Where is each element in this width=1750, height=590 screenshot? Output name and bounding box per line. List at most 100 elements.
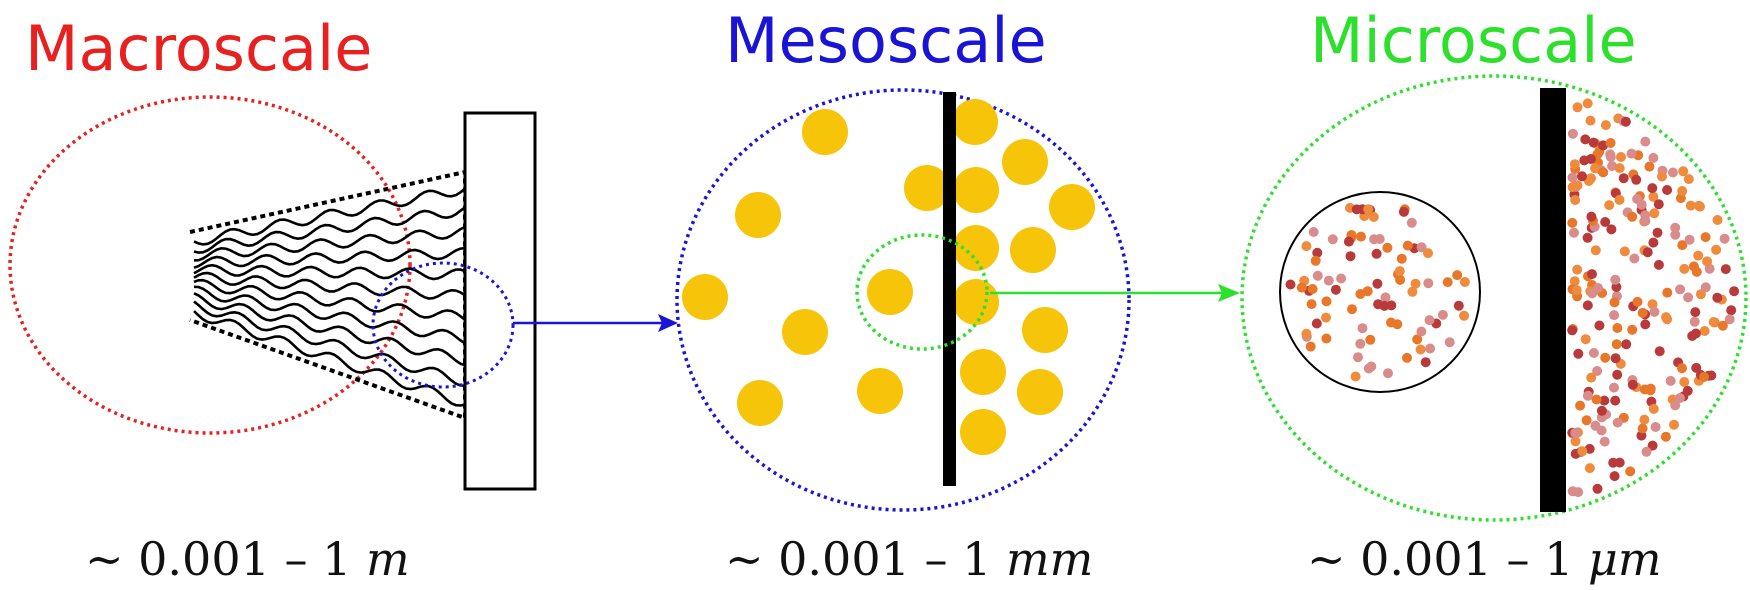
particle xyxy=(1640,216,1651,226)
particle xyxy=(1587,269,1597,280)
particle xyxy=(1402,240,1413,251)
particle xyxy=(1652,227,1663,238)
particle xyxy=(1355,338,1366,349)
particle xyxy=(1395,274,1406,285)
particle xyxy=(1437,309,1448,320)
particle xyxy=(1577,171,1587,182)
particle xyxy=(1720,264,1731,275)
particle xyxy=(1379,300,1390,311)
particle xyxy=(1582,98,1593,109)
particle xyxy=(1585,154,1596,164)
particle xyxy=(1596,425,1607,436)
particle xyxy=(1330,284,1341,295)
particle xyxy=(1647,183,1658,194)
particle xyxy=(1345,251,1356,262)
micro-panel xyxy=(1240,74,1748,522)
particle xyxy=(1327,234,1338,245)
particle xyxy=(1648,403,1659,414)
particle xyxy=(1572,180,1583,191)
particle xyxy=(1591,394,1602,405)
particle xyxy=(1363,363,1374,374)
particle xyxy=(1712,292,1723,303)
grain xyxy=(953,225,999,271)
grain xyxy=(953,167,999,213)
wavy-line xyxy=(193,187,466,246)
particle xyxy=(1702,256,1713,267)
particle xyxy=(1368,212,1379,222)
particle xyxy=(1610,353,1621,364)
particle xyxy=(1685,200,1696,211)
wavy-line xyxy=(193,300,466,387)
meso-panel xyxy=(675,88,1240,512)
particle xyxy=(1637,423,1648,434)
particle xyxy=(1693,200,1704,211)
wavy-line xyxy=(193,263,466,281)
particle xyxy=(1684,234,1695,245)
particle xyxy=(1586,173,1596,184)
particle xyxy=(1674,393,1685,403)
particle xyxy=(1567,128,1578,139)
particle xyxy=(1691,362,1702,373)
particle xyxy=(1625,466,1636,477)
mesoscale-title: Mesoscale xyxy=(725,4,1047,77)
grain xyxy=(1010,227,1056,273)
wavy-line xyxy=(193,271,466,300)
particle xyxy=(1312,270,1323,281)
particle xyxy=(1609,382,1619,393)
particle xyxy=(1677,363,1687,374)
particle xyxy=(1442,277,1453,288)
particle xyxy=(1670,229,1681,240)
particle xyxy=(1406,217,1417,228)
particle xyxy=(1380,292,1391,303)
particle xyxy=(1653,199,1664,210)
particle xyxy=(1350,371,1361,382)
wall-particles xyxy=(1567,98,1740,498)
particle xyxy=(1596,405,1607,416)
particle xyxy=(1592,366,1603,376)
meso-circle xyxy=(675,88,1131,512)
grain xyxy=(953,279,999,325)
particle xyxy=(1641,446,1652,457)
wavy-line xyxy=(193,285,466,345)
particle xyxy=(1642,247,1653,258)
particle xyxy=(1712,215,1723,225)
particle xyxy=(1301,241,1312,252)
particle xyxy=(1648,152,1659,163)
particle xyxy=(1649,306,1660,317)
particle xyxy=(1351,204,1362,215)
particle xyxy=(1420,357,1431,368)
particle xyxy=(1452,270,1463,281)
wavy-line xyxy=(193,292,466,367)
particle xyxy=(1582,232,1593,243)
particle xyxy=(1321,296,1332,307)
particle xyxy=(1611,339,1622,350)
particle xyxy=(1683,174,1694,185)
microscale-range-unit: μm xyxy=(1588,532,1662,586)
particle xyxy=(1425,343,1436,354)
macro-zoom-circle xyxy=(8,95,412,435)
grain xyxy=(1049,184,1095,230)
particle xyxy=(1699,326,1710,336)
particle xyxy=(1693,250,1704,261)
particle xyxy=(1423,278,1434,289)
particle xyxy=(1599,395,1610,406)
particle xyxy=(1620,116,1631,127)
grain xyxy=(802,109,848,155)
particle xyxy=(1382,242,1393,253)
particle xyxy=(1575,400,1586,411)
particle xyxy=(1296,282,1307,293)
particle xyxy=(1567,172,1578,183)
particle xyxy=(1312,247,1323,258)
particle xyxy=(1307,284,1318,294)
particle xyxy=(1606,224,1617,235)
particle xyxy=(1301,328,1312,339)
particle xyxy=(1662,314,1673,325)
particle xyxy=(1700,282,1711,293)
meso-zoom-circle xyxy=(371,261,515,389)
particle xyxy=(1627,379,1638,390)
particle xyxy=(1711,244,1722,255)
particle xyxy=(1657,171,1667,182)
wall-rectangle xyxy=(463,111,537,491)
microscale-title: Microscale xyxy=(1310,4,1637,77)
